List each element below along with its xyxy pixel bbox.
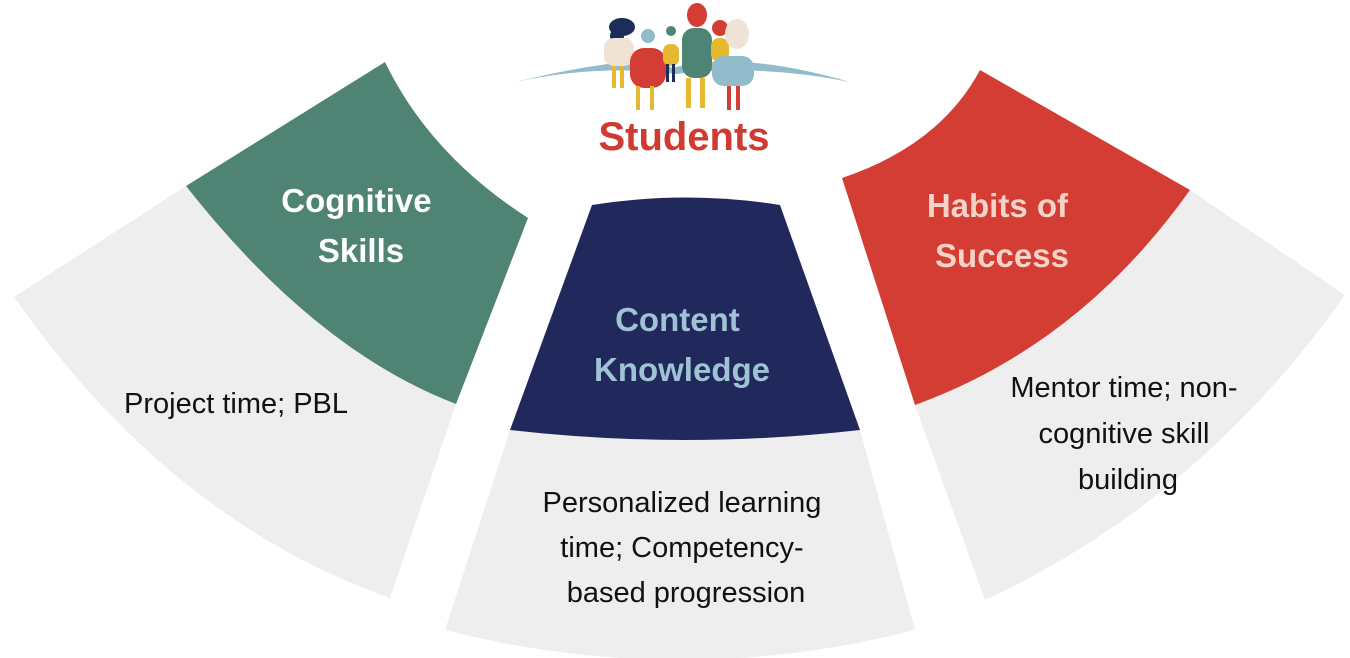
habits-of-success-description: Mentor time; non- cognitive skill buildi…: [1010, 372, 1245, 496]
habits-outer-band: [915, 190, 1345, 600]
cognitive-skills-description: Project time; PBL: [124, 388, 348, 420]
habits-of-success-title: Habits of Success: [927, 187, 1077, 274]
cognitive-skills-segment: [186, 62, 528, 404]
content-knowledge-title: Content Knowledge: [594, 301, 770, 388]
content-outer-band: [445, 430, 915, 658]
habits-of-success-segment: [842, 70, 1190, 405]
cognitive-skills-title: Cognitive Skills: [281, 182, 441, 269]
students-group-icon: [515, 3, 850, 110]
hub-title: Students: [598, 115, 769, 159]
content-knowledge-description: Personalized learning time; Competency- …: [543, 487, 830, 609]
cognitive-outer-band: [14, 186, 456, 598]
content-knowledge-segment: [510, 197, 860, 440]
